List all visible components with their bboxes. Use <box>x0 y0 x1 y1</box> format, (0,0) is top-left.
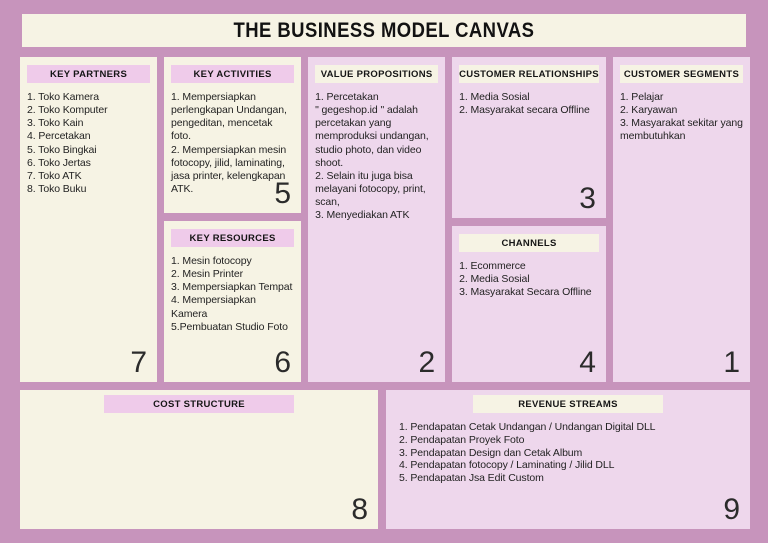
customer-segments-header: CUSTOMER SEGMENTS <box>619 65 743 83</box>
value-propositions-number: 2 <box>418 346 436 379</box>
section-channels: CHANNELS 1. Ecommerce 2. Media Sosial 3.… <box>452 226 606 382</box>
section-revenue-streams: REVENUE STREAMS 1. Pendapatan Cetak Unda… <box>386 390 750 529</box>
value-propositions-header: VALUE PROPOSITIONS <box>315 65 439 83</box>
section-cost-structure: COST STRUCTURE 8 <box>20 390 378 529</box>
customer-relationships-number: 3 <box>579 182 596 215</box>
section-customer-segments: CUSTOMER SEGMENTS 1. Pelajar 2. Karyawan… <box>612 57 750 382</box>
page-title: THE BUSINESS MODEL CANVAS <box>233 18 535 42</box>
channels-list: 1. Ecommerce 2. Media Sosial 3. Masyarak… <box>459 260 592 299</box>
key-resources-list: 1. Mesin fotocopy 2. Mesin Printer 3. Me… <box>171 255 293 333</box>
channels-number: 4 <box>579 346 596 379</box>
key-activities-list: 1. Mempersiapkan perlengkapan Undangan, … <box>171 91 287 195</box>
cost-structure-header: COST STRUCTURE <box>104 395 294 413</box>
canvas-bottom-row: COST STRUCTURE 8 REVENUE STREAMS 1. Pend… <box>20 390 750 529</box>
cost-structure-number: 8 <box>351 493 368 526</box>
revenue-streams-number: 9 <box>723 493 740 526</box>
key-partners-header: KEY PARTNERS <box>27 65 151 83</box>
key-partners-list: 1. Toko Kamera 2. Toko Komputer 3. Toko … <box>27 91 108 195</box>
key-resources-number: 6 <box>274 346 292 379</box>
key-resources-header: KEY RESOURCES <box>171 229 295 247</box>
section-value-propositions: VALUE PROPOSITIONS 1. Percetakan " geges… <box>308 57 446 382</box>
key-partners-number: 7 <box>130 346 148 379</box>
section-key-resources: KEY RESOURCES 1. Mesin fotocopy 2. Mesin… <box>164 221 302 382</box>
column-relationships-channels: CUSTOMER RELATIONSHIPS 1. Media Sosial 2… <box>452 57 606 382</box>
key-activities-number: 5 <box>274 177 292 210</box>
customer-relationships-header: CUSTOMER RELATIONSHIPS <box>459 65 599 83</box>
canvas-grid: KEY PARTNERS 1. Toko Kamera 2. Toko Komp… <box>20 57 750 382</box>
key-activities-header: KEY ACTIVITIES <box>171 65 295 83</box>
revenue-streams-header: REVENUE STREAMS <box>473 395 663 413</box>
section-customer-relationships: CUSTOMER RELATIONSHIPS 1. Media Sosial 2… <box>452 57 606 218</box>
column-activities-resources: KEY ACTIVITIES 1. Mempersiapkan perlengk… <box>164 57 302 382</box>
customer-segments-number: 1 <box>723 346 740 379</box>
channels-header: CHANNELS <box>459 234 599 252</box>
customer-relationships-list: 1. Media Sosial 2. Masyarakat secara Off… <box>459 91 590 117</box>
customer-segments-list: 1. Pelajar 2. Karyawan 3. Masyarakat sek… <box>619 91 743 143</box>
section-key-partners: KEY PARTNERS 1. Toko Kamera 2. Toko Komp… <box>20 57 158 382</box>
canvas-title-bar: THE BUSINESS MODEL CANVAS <box>22 14 746 47</box>
section-key-activities: KEY ACTIVITIES 1. Mempersiapkan perlengk… <box>164 57 302 213</box>
value-propositions-list: 1. Percetakan " gegeshop.id " adalah per… <box>315 91 429 222</box>
revenue-streams-list: 1. Pendapatan Cetak Undangan / Undangan … <box>399 421 656 485</box>
